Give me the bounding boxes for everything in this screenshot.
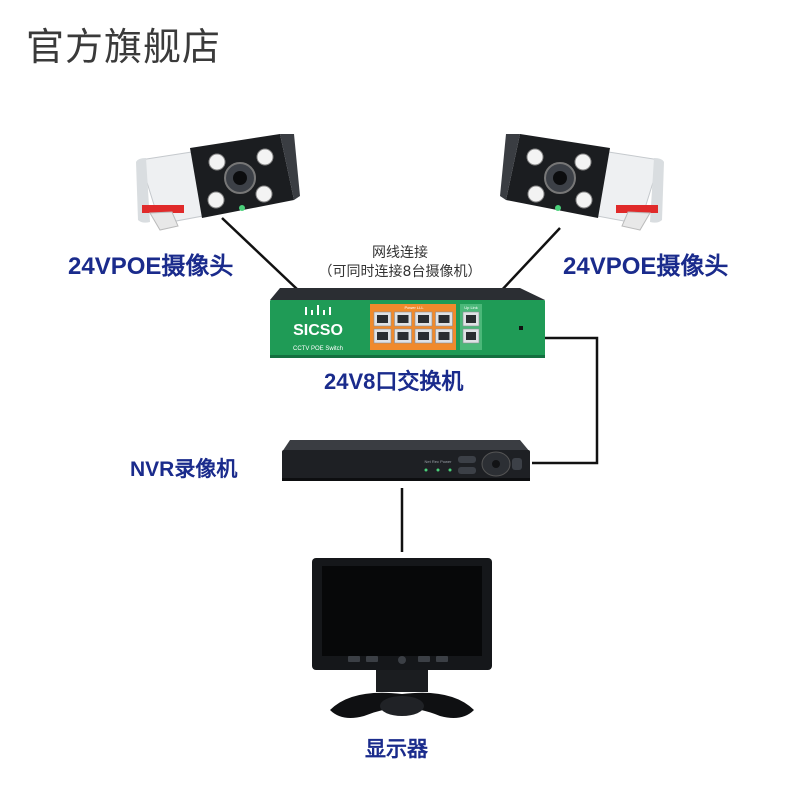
monitor-button xyxy=(436,656,448,662)
port-socket xyxy=(398,332,409,340)
monitor xyxy=(312,558,492,718)
camera-right-label: 24VPOE摄像头 xyxy=(563,246,728,281)
camera-left-ir-led xyxy=(256,186,272,202)
port-socket xyxy=(439,315,450,323)
camera-left-ir-led xyxy=(257,149,273,165)
port-socket xyxy=(418,332,429,340)
monitor-button xyxy=(348,656,360,662)
monitor-button xyxy=(366,656,378,662)
camera-right-ir-led xyxy=(576,192,592,208)
port-socket xyxy=(439,332,450,340)
poe-switch: SICSO CCTV POE Switch Power LLL Up Link xyxy=(270,288,545,358)
switch-reset-button xyxy=(519,326,523,330)
port-socket xyxy=(466,315,476,323)
camera-right-red-ring xyxy=(616,205,658,213)
nvr-enter-button xyxy=(512,458,522,470)
camera-left xyxy=(136,134,300,230)
nvr-button xyxy=(458,467,476,474)
nvr-button xyxy=(458,456,476,463)
camera-right-ir-led xyxy=(575,154,591,170)
port-socket xyxy=(377,332,388,340)
camera-left-ir-led xyxy=(209,154,225,170)
port-socket xyxy=(466,332,476,340)
monitor-power-button xyxy=(398,656,406,664)
monitor-neck xyxy=(376,670,428,692)
switch-label: 24V8口交换机 xyxy=(324,364,463,396)
switch-subtitle: CCTV POE Switch xyxy=(293,346,343,352)
nvr-indicator-labels: Net Rec Power xyxy=(425,459,453,464)
port-socket xyxy=(418,315,429,323)
camera-right xyxy=(500,134,664,230)
monitor-screen xyxy=(322,566,482,656)
nvr-recorder: Net Rec Power xyxy=(282,440,530,481)
monitor-label: 显示器 xyxy=(365,733,428,763)
camera-right-ir-led xyxy=(528,186,544,202)
camera-left-label: 24VPOE摄像头 xyxy=(68,246,233,281)
switch-uplink-section-label: Up Link xyxy=(464,305,478,310)
nvr-label: NVR录像机 xyxy=(130,453,237,483)
port-socket xyxy=(398,315,409,323)
camera-left-ir-led xyxy=(208,192,224,208)
camera-left-red-ring xyxy=(142,205,184,213)
monitor-button xyxy=(418,656,430,662)
switch-brand: SICSO xyxy=(293,322,343,339)
switch-poe-section-label: Power LLL xyxy=(404,305,424,310)
camera-right-ir-led xyxy=(527,149,543,165)
port-socket xyxy=(377,315,388,323)
